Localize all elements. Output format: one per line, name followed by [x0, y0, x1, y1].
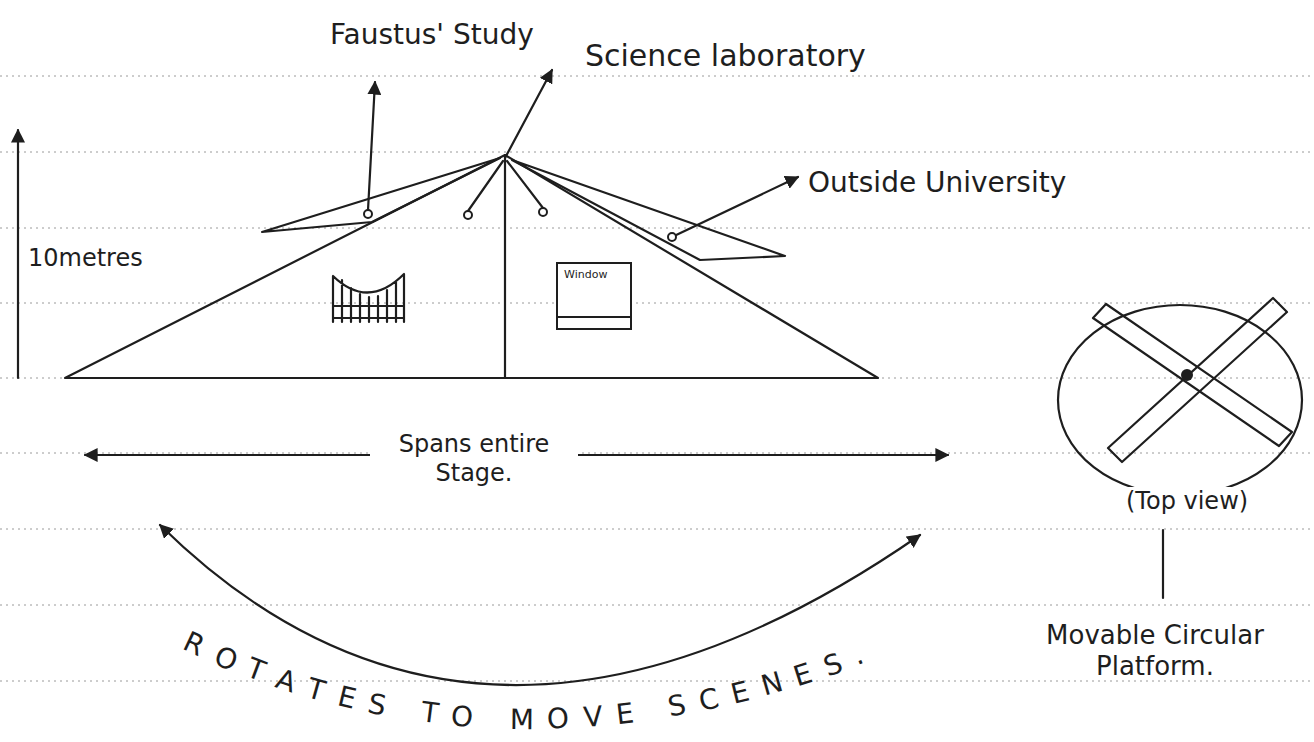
- height-arrow: [17, 130, 19, 378]
- pivot-dot: [464, 211, 472, 219]
- roof-flap: [262, 158, 500, 232]
- ruled-line: [0, 529, 1314, 530]
- pivot-centre: [1181, 369, 1193, 381]
- leader-arrow: [368, 82, 375, 210]
- window-sill: [558, 316, 630, 318]
- scene-label: Faustus' Study: [330, 18, 534, 52]
- dimension-label: 10metres: [28, 244, 143, 273]
- window-box: Window: [556, 262, 632, 330]
- ruled-line: [0, 303, 1314, 304]
- stage-set-triangle: [65, 155, 878, 378]
- part-label: Movable Circular Platform.: [1040, 620, 1270, 682]
- gothic-window-drawing: [333, 274, 404, 322]
- ruled-line: [0, 152, 1314, 153]
- ruled-line: [0, 76, 1314, 77]
- pivot-dot: [364, 210, 372, 218]
- scene-label: Science laboratory: [585, 38, 866, 74]
- platform-bar: [1093, 304, 1292, 446]
- dimension-label: Spans entire Stage.: [370, 430, 578, 488]
- ruled-line: [0, 605, 1314, 606]
- platform-bar: [1108, 298, 1287, 462]
- box-label: Window: [558, 264, 630, 281]
- leader-line: [507, 161, 543, 208]
- leader-arrow: [505, 70, 552, 158]
- pivot-dot: [668, 233, 676, 241]
- leader-arrow: [672, 177, 798, 237]
- roof-flap: [512, 160, 785, 260]
- centre-divider: [504, 155, 506, 378]
- scene-label: Outside University: [808, 166, 1066, 200]
- leader-line: [1162, 530, 1164, 598]
- view-label: (Top view): [1122, 487, 1252, 516]
- ruled-line: [0, 228, 1314, 229]
- rotation-label: ROTATES TO MOVE SCENES.: [174, 622, 878, 741]
- ruled-line: [0, 453, 1314, 454]
- leader-line: [468, 161, 503, 211]
- circular-platform: [1058, 305, 1302, 495]
- pivot-dot: [539, 208, 547, 216]
- ruled-paper-lines: [0, 76, 1314, 681]
